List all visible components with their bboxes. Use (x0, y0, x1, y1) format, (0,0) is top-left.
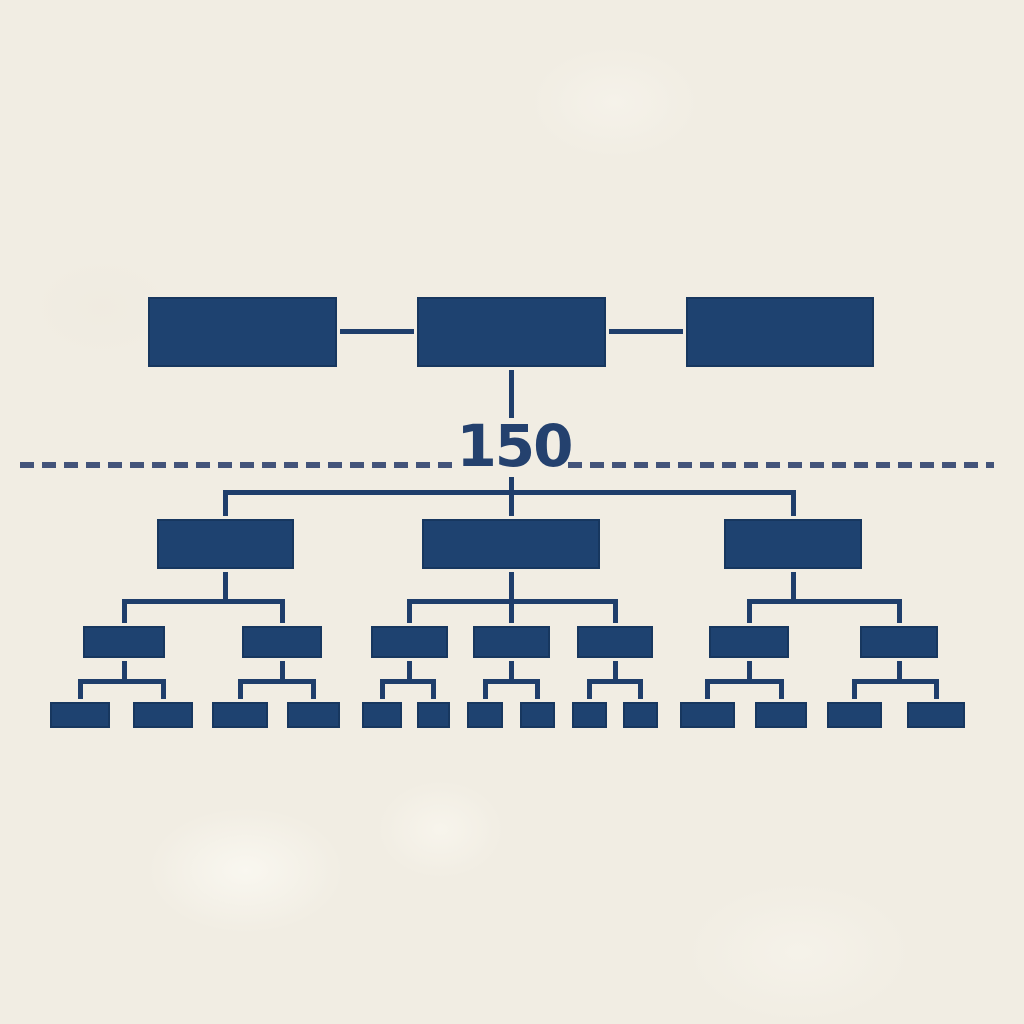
connector-line (509, 568, 514, 604)
org-node-b1c2 (242, 626, 322, 658)
connector-line (238, 679, 243, 702)
connector-line (705, 679, 710, 702)
threshold-label: 150 (456, 412, 573, 480)
org-node-b3c2l2 (907, 702, 965, 728)
connector-line (509, 656, 514, 684)
connector-line (638, 679, 643, 702)
connector-line (613, 599, 618, 626)
org-node-b2c3l1 (572, 702, 607, 728)
connector-line (791, 490, 796, 519)
threshold-dashed-line-left (20, 462, 452, 468)
connector-line (223, 568, 228, 604)
org-node-b1c1l1 (50, 702, 110, 728)
connector-line (897, 656, 902, 684)
org-node-b2c2l1 (467, 702, 503, 728)
org-node-b2c1 (371, 626, 448, 658)
org-node-b2c1l2 (417, 702, 450, 728)
connector-line (852, 679, 857, 702)
connector-line (78, 679, 83, 702)
connector-line (791, 568, 796, 604)
connector-line (934, 679, 939, 702)
org-node-b1c1 (83, 626, 165, 658)
connector-line (78, 679, 166, 684)
connector-line (238, 679, 316, 684)
connector-line (705, 679, 784, 684)
connector-line (431, 679, 436, 702)
connector-line (280, 599, 285, 626)
connector-line (535, 679, 540, 702)
connector-line (122, 656, 127, 684)
connector-line (161, 679, 166, 702)
connector-line (122, 599, 285, 604)
connector-line (779, 679, 784, 702)
org-node-b3c1l2 (755, 702, 807, 728)
connector-line (380, 679, 385, 702)
connector-line (223, 490, 228, 519)
connector-line (613, 656, 618, 684)
connector-line (337, 329, 417, 334)
org-node-b2c2 (473, 626, 550, 658)
connector-line (587, 679, 643, 684)
connector-line (407, 599, 412, 626)
connector-line (380, 679, 436, 684)
connector-line (747, 599, 902, 604)
org-node-b2c3l2 (623, 702, 658, 728)
connector-line (852, 679, 939, 684)
connector-line (747, 656, 752, 684)
org-node-b2c3 (577, 626, 653, 658)
connector-line (509, 367, 514, 418)
connector-line (407, 656, 412, 684)
org-node-b1c2l1 (212, 702, 268, 728)
org-node-top-1 (148, 297, 337, 367)
org-node-b2c2l2 (520, 702, 555, 728)
org-node-b1c1l2 (133, 702, 193, 728)
threshold-dashed-line-right (568, 462, 994, 468)
org-node-b3c2 (860, 626, 938, 658)
connector-line (606, 329, 686, 334)
org-node-branch-1 (157, 519, 294, 569)
connector-line (122, 599, 127, 626)
org-node-b2c1l1 (362, 702, 402, 728)
connector-line (311, 679, 316, 702)
connector-line (587, 679, 592, 702)
connector-line (483, 679, 488, 702)
org-node-branch-2 (422, 519, 600, 569)
connector-line (280, 656, 285, 684)
org-node-b3c1 (709, 626, 789, 658)
connector-line (223, 490, 796, 495)
connector-line (509, 599, 514, 626)
connector-line (747, 599, 752, 626)
org-node-branch-3 (724, 519, 862, 569)
connector-line (897, 599, 902, 626)
org-node-b3c2l1 (827, 702, 882, 728)
org-node-top-2 (417, 297, 606, 367)
connector-line (509, 477, 514, 519)
org-node-top-3 (686, 297, 874, 367)
org-node-b1c2l2 (287, 702, 340, 728)
org-node-b3c1l1 (680, 702, 735, 728)
connector-line (483, 679, 540, 684)
